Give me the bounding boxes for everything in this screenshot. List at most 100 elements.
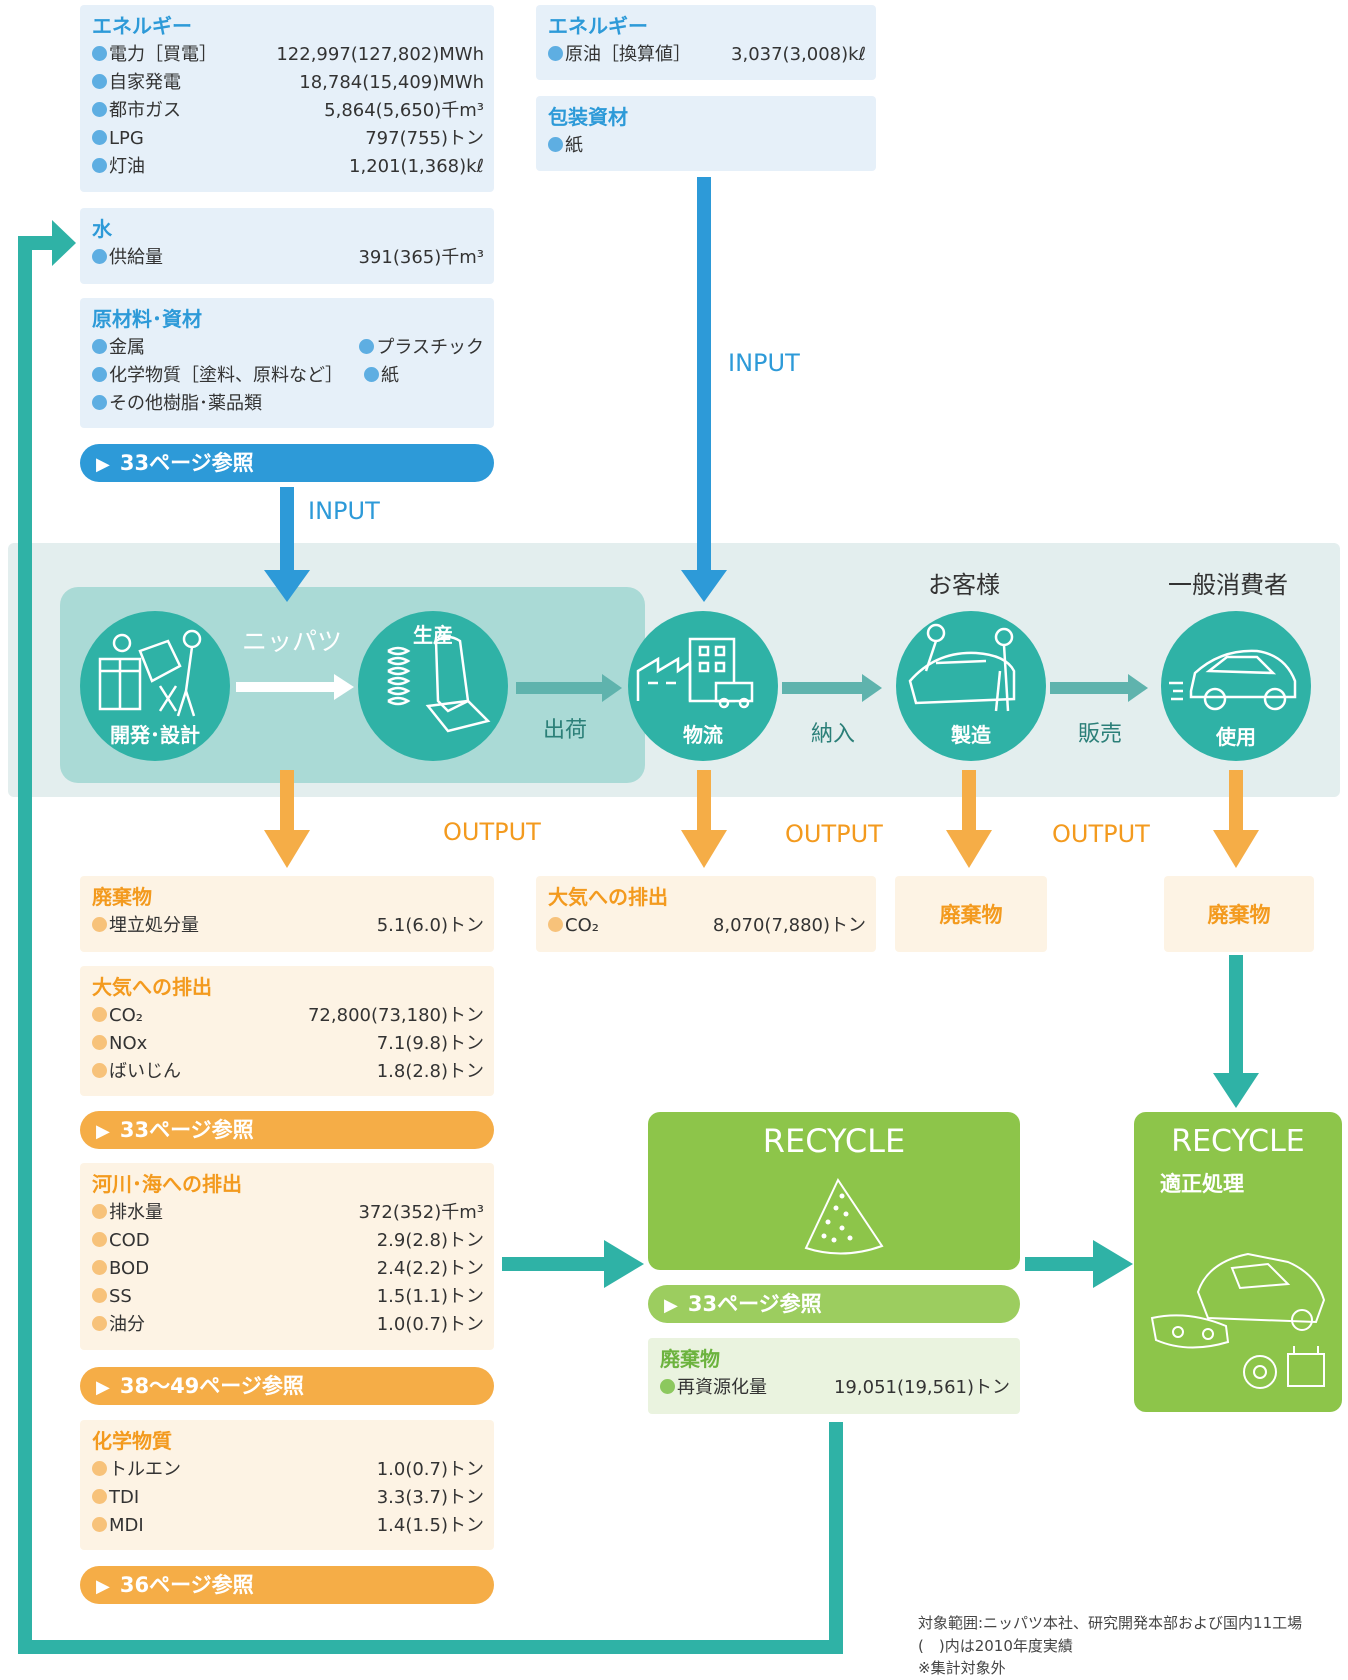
- ship-label: 出荷: [543, 718, 588, 743]
- deliver-label: 納入: [811, 722, 856, 747]
- ref-link-air[interactable]: ▶33ページ参照: [80, 1111, 494, 1149]
- sell-label: 販売: [1078, 722, 1123, 747]
- output-logistics-air-title: 大気への排出: [548, 885, 668, 909]
- output-arrow-consumer: [1213, 770, 1259, 868]
- input-packaging-box: 包装資材 紙: [536, 96, 876, 171]
- arrow-consumer-to-recycle: [1213, 955, 1259, 1108]
- consumer-label: 一般消費者: [1168, 571, 1288, 599]
- input-arrow-right: [681, 177, 727, 602]
- output-arrow-customer: [946, 770, 992, 868]
- recycle-center-title: RECYCLE: [762, 1122, 906, 1160]
- play-icon: ▶: [96, 1377, 110, 1398]
- output-waste-title: 廃棄物: [92, 885, 152, 909]
- bullet-icon: [92, 1489, 107, 1504]
- input-packaging-title: 包装資材: [548, 105, 628, 129]
- output-label-3: OUTPUT: [1052, 820, 1150, 848]
- circle-use-label: 使用: [1216, 725, 1256, 749]
- circle-production: 生産: [358, 611, 508, 761]
- input-right-energy-title: エネルギー: [548, 14, 648, 38]
- list-item: 化学物質［塗料、原料など］ 紙: [92, 362, 484, 390]
- scrap-car-icon: [1150, 1252, 1326, 1389]
- output-label-2: OUTPUT: [785, 820, 883, 848]
- recycle-disposal-title: RECYCLE: [1171, 1124, 1305, 1159]
- bullet-icon: [92, 1260, 107, 1275]
- ref-link-recycle[interactable]: ▶33ページ参照: [648, 1285, 1020, 1323]
- arrow-recycle-to-disposal: [1025, 1240, 1133, 1288]
- bullet-icon: [92, 1007, 107, 1022]
- customer-label: お客様: [928, 571, 1000, 599]
- bullet-icon: [92, 46, 107, 61]
- bullet-icon: [92, 74, 107, 89]
- list-item: 金属 プラスチック: [92, 334, 484, 362]
- circle-use: 使用: [1161, 611, 1311, 761]
- bullet-icon: [92, 1035, 107, 1050]
- car-icon: [1169, 649, 1297, 711]
- factory-icon: [636, 637, 754, 709]
- designer-icon: [98, 629, 202, 717]
- arrow-ship: [516, 674, 622, 702]
- bullet-icon: [92, 1461, 107, 1476]
- output-water-title: 河川･海への排出: [92, 1172, 242, 1196]
- bullet-icon: [92, 1063, 107, 1078]
- list-item: 電力［買電］122,997(127,802)MWh: [92, 41, 484, 69]
- output-chem-title: 化学物質: [92, 1429, 172, 1453]
- bullet-icon: [92, 1232, 107, 1247]
- bullet-icon: [92, 395, 107, 410]
- output-label-1: OUTPUT: [443, 818, 541, 846]
- output-consumer-waste: 廃棄物: [1164, 876, 1314, 952]
- input-materials-box: 原材料･資材 金属 プラスチック 化学物質［塗料、原料など］ 紙 その他樹脂･薬…: [80, 298, 494, 428]
- bullet-icon: [92, 917, 107, 932]
- input-arrow-left: [264, 487, 310, 602]
- bullet-icon: [92, 339, 107, 354]
- output-arrow-company: [264, 770, 310, 868]
- arrow-design-production: [236, 674, 354, 700]
- recycle-pile-icon: [804, 1177, 884, 1255]
- list-item: その他樹脂･薬品類: [92, 390, 484, 418]
- arrow-deliver: [782, 674, 882, 702]
- input-energy-title: エネルギー: [92, 14, 192, 38]
- arrow-sell: [1050, 674, 1148, 702]
- ref-link-chem[interactable]: ▶36ページ参照: [80, 1566, 494, 1604]
- circle-logistics-label: 物流: [683, 723, 723, 747]
- company-name: ニッパツ: [242, 627, 343, 656]
- input-label-left: INPUT: [308, 497, 380, 525]
- ref-link-input[interactable]: ▶33ページ参照: [80, 444, 494, 482]
- output-arrow-logistics: [681, 770, 727, 868]
- circle-design-label: 開発･設計: [110, 723, 200, 747]
- bullet-icon: [548, 137, 563, 152]
- note-previous-year: ( )内は2010年度実績: [918, 1637, 1073, 1655]
- bullet-icon: [548, 917, 563, 932]
- note-scope: 対象範囲:ニッパツ本社、研究開発本部および国内11工場: [918, 1614, 1303, 1632]
- feedback-loop: [18, 220, 843, 1654]
- bullet-icon: [92, 1316, 107, 1331]
- output-air-title: 大気への排出: [92, 975, 212, 999]
- ref-link-water[interactable]: ▶38～49ページ参照: [80, 1367, 494, 1405]
- bullet-icon: [92, 1288, 107, 1303]
- bullet-icon: [548, 46, 563, 61]
- input-right-energy-box: エネルギー 原油［換算値］3,037(3,008)kℓ: [536, 5, 876, 80]
- input-label-right: INPUT: [728, 349, 800, 377]
- bullet-icon: [359, 339, 375, 354]
- play-icon: ▶: [96, 1121, 110, 1142]
